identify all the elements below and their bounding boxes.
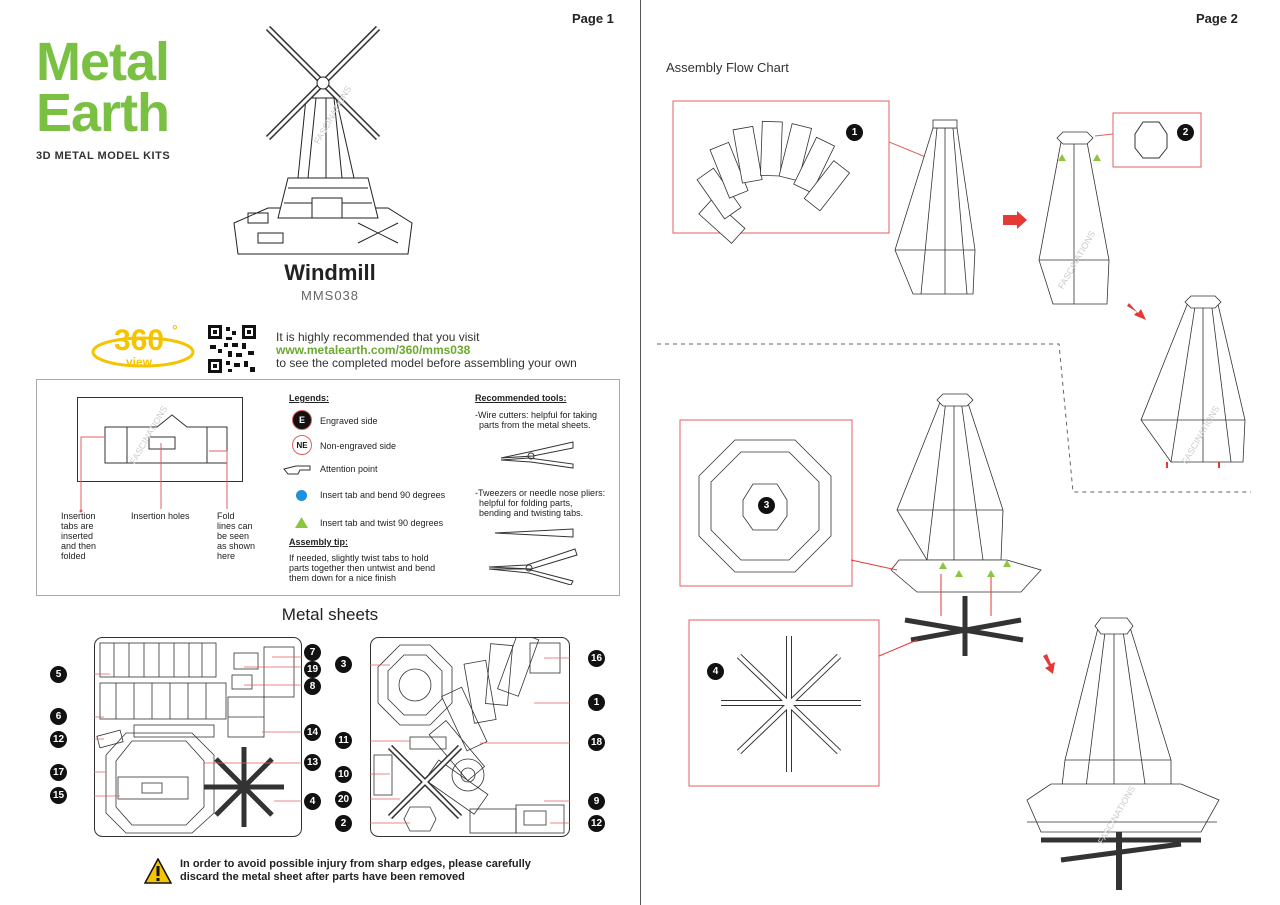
model-title: Windmill (284, 260, 376, 285)
view-360-number: 360 (114, 324, 165, 357)
view-360-degree: ° (172, 322, 178, 338)
page-number-1: Page 1 (572, 11, 614, 26)
recommend-line1: It is highly recommended that you visit (276, 330, 480, 344)
part-badge: 4 (304, 793, 321, 810)
recommend-visit-text: It is highly recommended that you visit … (276, 331, 577, 370)
blue-dot-icon (296, 490, 307, 501)
tools-header: Recommended tools: (475, 393, 567, 403)
warning-text: In order to avoid possible injury from s… (180, 858, 531, 883)
part-badge: 13 (304, 754, 321, 771)
qr-code[interactable] (208, 325, 256, 373)
assembly-tip-header: Assembly tip: (289, 537, 349, 547)
view-360-logo[interactable]: 360 ° view (90, 322, 196, 374)
wire-cutters-icon (500, 441, 574, 469)
step-badge-2: 2 (1177, 124, 1194, 141)
assembly-tip-text: If needed, slightly twist tabs to hold p… (289, 553, 436, 583)
metal-sheet-right (370, 637, 570, 837)
part-badge: 5 (50, 666, 67, 683)
part-badge: 9 (588, 793, 605, 810)
non-engraved-side-icon: NE (292, 435, 312, 455)
tweezers-icon (494, 528, 574, 538)
step-badge-4: 4 (707, 663, 724, 680)
twist-90-label: Insert tab and twist 90 degrees (320, 518, 444, 528)
recommend-line3: to see the completed model before assemb… (276, 356, 577, 370)
part-badge: 1 (588, 694, 605, 711)
metal-sheets-title: Metal sheets (281, 605, 379, 624)
non-engraved-side-label: Non-engraved side (320, 441, 397, 451)
part-badge: 16 (588, 650, 605, 667)
page-divider (640, 0, 641, 905)
part-badge: 12 (588, 815, 605, 832)
needle-nose-pliers-icon (488, 548, 578, 585)
legends-header: Legends: (289, 393, 330, 403)
part-badge: 10 (335, 766, 352, 783)
pointing-hand-icon (283, 465, 311, 475)
view-360-word: view (126, 355, 153, 369)
warning-icon (144, 858, 172, 884)
engraved-side-icon: E (292, 410, 312, 430)
green-triangle-icon (295, 517, 308, 528)
brand-tagline: 3D METAL MODEL KITS (36, 150, 171, 162)
assembly-flow-chart (657, 100, 1251, 890)
part-badge: 14 (304, 724, 321, 741)
insertion-holes-label: Insertion holes (131, 511, 190, 521)
part-badge: 3 (335, 656, 352, 673)
bend-90-label: Insert tab and bend 90 degrees (320, 490, 446, 500)
assembly-flow-title: Assembly Flow Chart (666, 60, 789, 75)
part-badge: 20 (335, 791, 352, 808)
view-360-swoosh (91, 336, 195, 368)
step-badge-3: 3 (758, 497, 775, 514)
part-badge: 18 (588, 734, 605, 751)
brand-logo-line2: Earth (36, 83, 170, 143)
attention-point-label: Attention point (320, 464, 378, 474)
engraved-side-label: Engraved side (320, 416, 378, 426)
part-badge: 11 (335, 732, 352, 749)
windmill-model-illustration (233, 25, 413, 255)
part-badge: 6 (50, 708, 67, 725)
part-badge: 2 (335, 815, 352, 832)
metal-sheet-left (94, 637, 302, 837)
part-badge: 8 (304, 678, 321, 695)
insertion-diagram (77, 397, 243, 513)
part-badge: 17 (50, 764, 67, 781)
brand-logo-line1: Metal (36, 32, 170, 92)
model-code: MMS038 (300, 288, 360, 303)
recommend-url-link[interactable]: www.metalearth.com/360/mms038 (276, 343, 471, 357)
page-number-2: Page 2 (1196, 11, 1238, 26)
tweezers-pliers-text: -Tweezers or needle nose pliers:helpful … (475, 488, 606, 518)
part-badge: 15 (50, 787, 67, 804)
part-badge: 7 (304, 644, 321, 661)
step-badge-1: 1 (846, 124, 863, 141)
part-badge: 19 (304, 661, 321, 678)
part-badge: 12 (50, 731, 67, 748)
